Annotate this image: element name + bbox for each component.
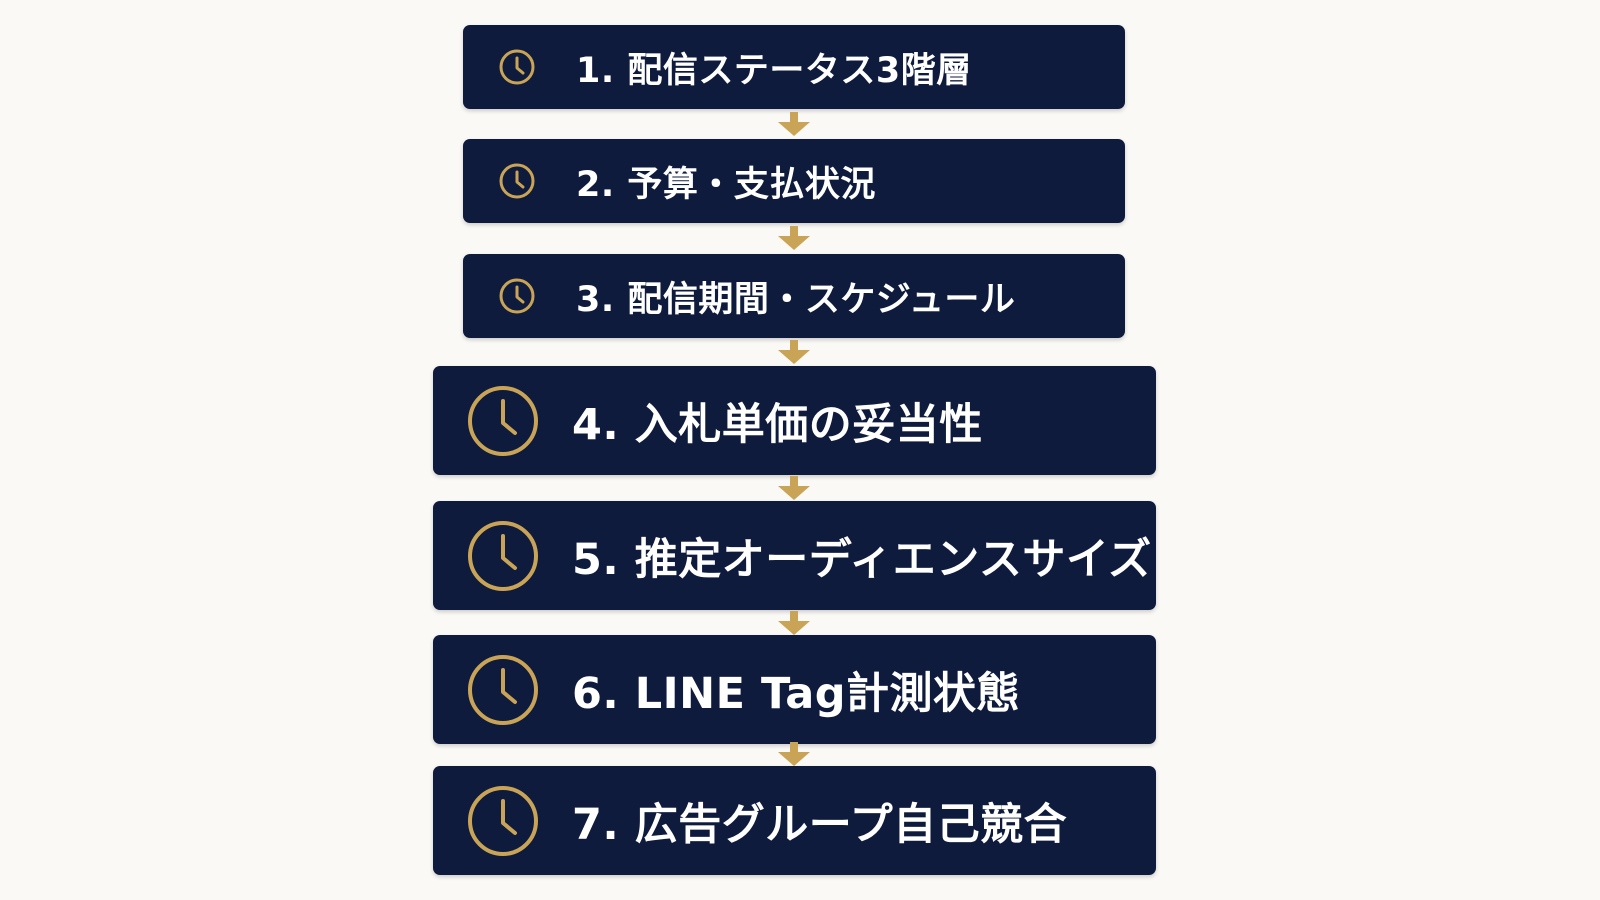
step-1-label: 1. 配信ステータス3階層 [576,50,972,91]
step-5-box: 5. 推定オーディエンスサイズ [433,501,1156,610]
arrow-down-icon [778,476,810,500]
step-6-label: 6. LINE Tag計測状態 [572,668,1021,719]
clock-icon [498,162,536,200]
arrow-down-icon [778,112,810,136]
step-3-box: 3. 配信期間・スケジュール [463,254,1125,338]
step-4-label: 4. 入札単価の妥当性 [572,399,983,450]
clock-icon [466,384,540,458]
step-2-box: 2. 予算・支払状況 [463,139,1125,223]
clock-icon [498,48,536,86]
step-1-box: 1. 配信ステータス3階層 [463,25,1125,109]
step-3-label: 3. 配信期間・スケジュール [576,279,1016,320]
clock-icon [466,784,540,858]
step-7-label: 7. 広告グループ自己競合 [572,799,1068,850]
arrow-down-icon [778,340,810,364]
step-7-box: 7. 広告グループ自己競合 [433,766,1156,875]
step-5-label: 5. 推定オーディエンスサイズ [572,534,1152,585]
clock-icon [498,277,536,315]
step-4-box: 4. 入札単価の妥当性 [433,366,1156,475]
step-2-label: 2. 予算・支払状況 [576,164,876,205]
clock-icon [466,519,540,593]
clock-icon [466,653,540,727]
step-6-box: 6. LINE Tag計測状態 [433,635,1156,744]
arrow-down-icon [778,742,810,766]
arrow-down-icon [778,611,810,635]
arrow-down-icon [778,226,810,250]
